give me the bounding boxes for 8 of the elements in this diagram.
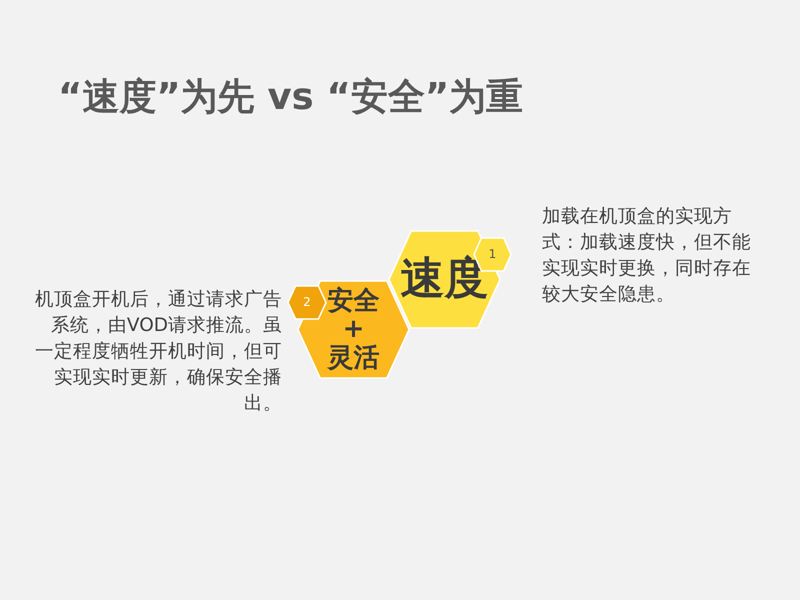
hexagon-label: 灵活 [328,344,380,372]
description-text: 机顶盒开机后，通过请求广告系统，由VOD请求推流。虽一定程度牺牲开机时间，但可实现实时更新，确保安全播出。 [34,288,282,416]
description-text: 加载在机顶盒的实现方式：加载速度快，但不能实现实时更换，同时存在较大安全隐患。 [542,205,752,307]
step-number: 2 [303,296,311,310]
hexagon-label: 安全 [328,286,380,316]
step-number: 1 [488,248,496,262]
hexagon-label: + [342,315,364,344]
title: “速度”为先 vs “安全”为重 [58,74,524,120]
